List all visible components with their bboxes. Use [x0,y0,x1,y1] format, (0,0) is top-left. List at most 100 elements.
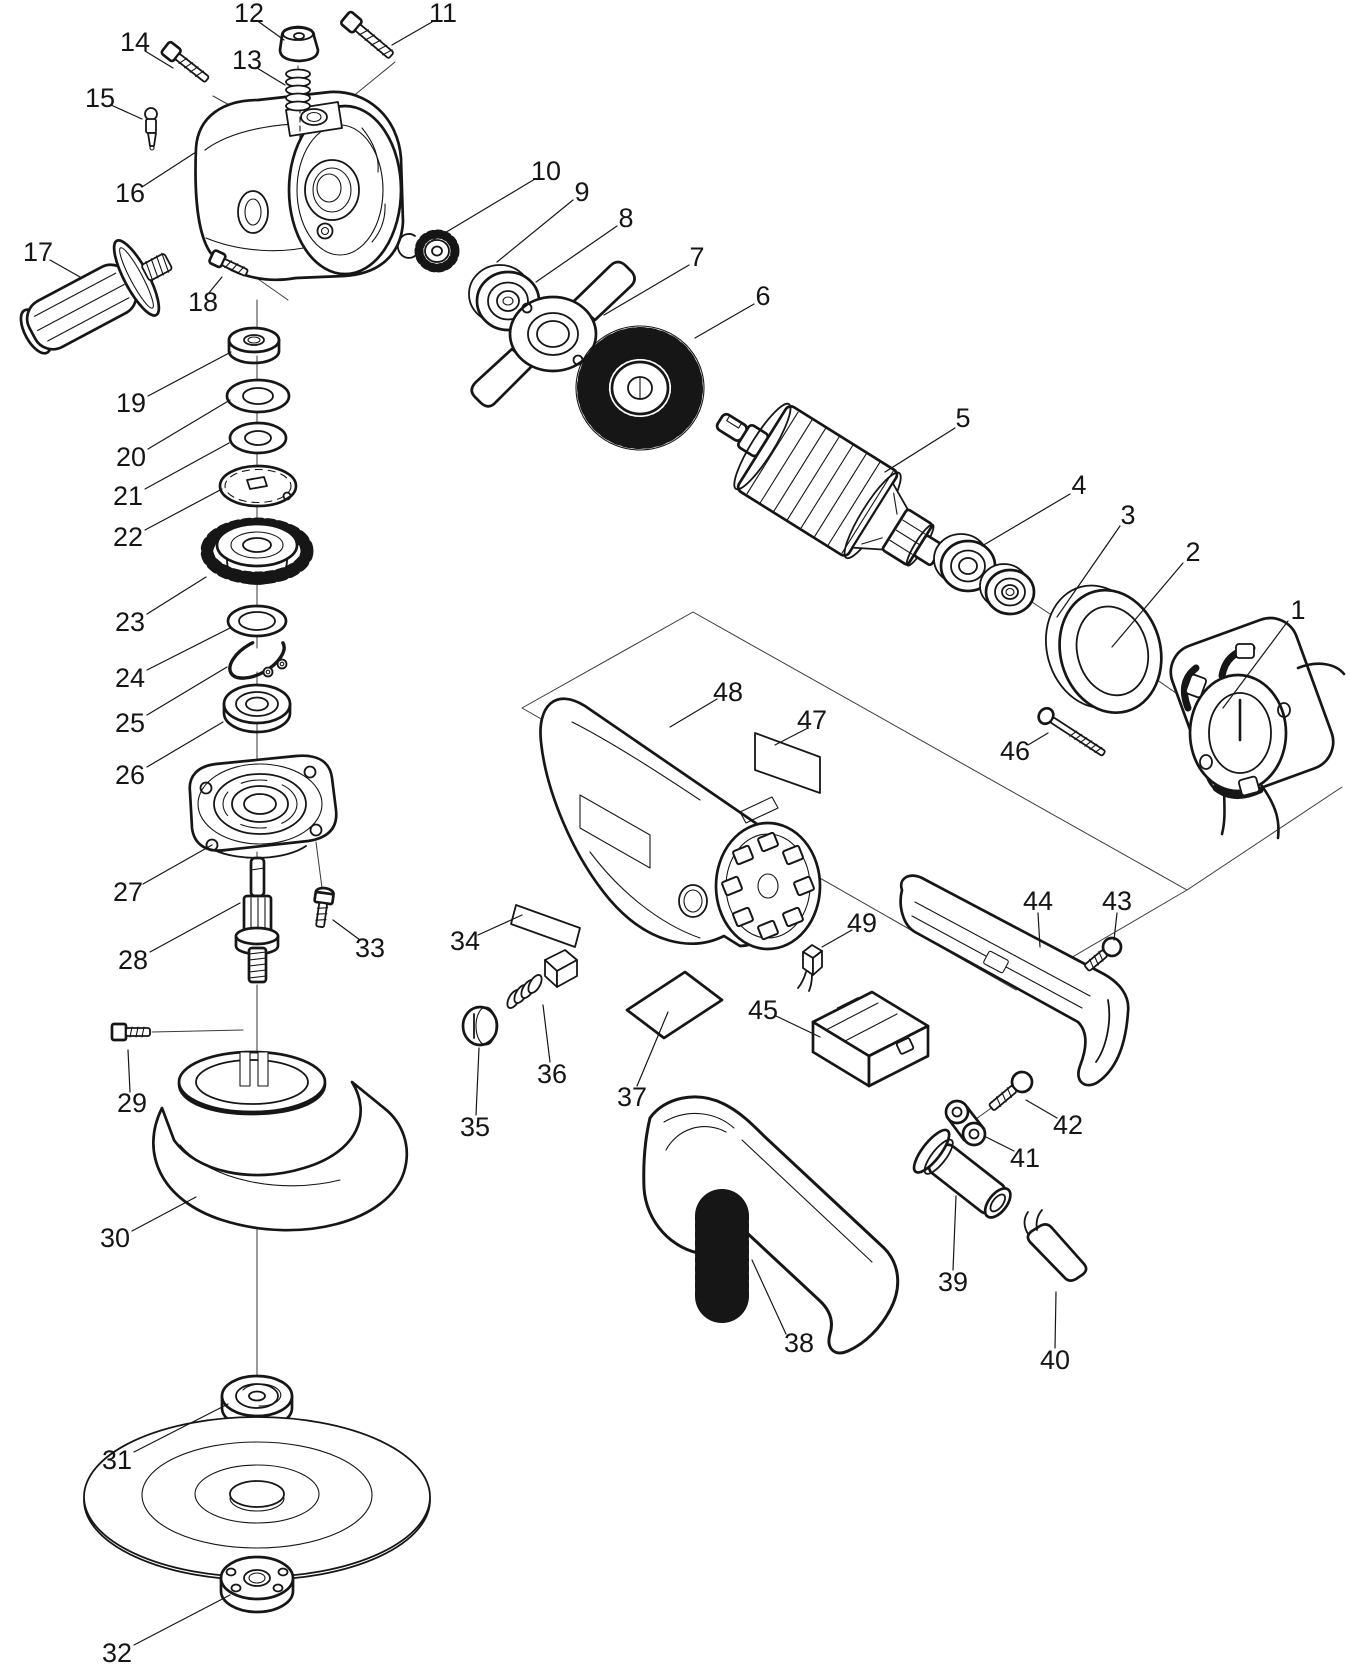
callout-5: 5 [955,403,970,433]
leader-41 [983,1135,1015,1152]
callout-29: 29 [117,1088,147,1118]
leader-3 [1056,525,1121,618]
callout-27: 27 [113,877,143,907]
callout-18: 18 [188,287,218,317]
grinding-wheel [83,1416,431,1581]
leader-17 [49,259,81,278]
callout-22: 22 [113,522,143,552]
callout-23: 23 [115,607,145,637]
part-28-spindle [234,856,280,984]
part-23-bevel-gear [200,517,314,585]
leader-7 [603,264,690,316]
leader-15 [110,104,143,120]
part-19-locknut [227,326,281,365]
part-22-lock-plate [218,464,298,508]
leader-4 [981,493,1071,547]
callout-41: 41 [1010,1143,1040,1173]
leader-30 [131,1196,197,1232]
part-15-pin [144,107,158,151]
leader-34 [477,914,523,936]
leader-16 [141,151,197,188]
part-5-armature [715,402,955,570]
leader-23 [146,576,207,615]
part-18-screw [208,249,249,277]
leader-8 [535,225,618,283]
part-48-motor-housing [539,697,822,951]
callout-47: 47 [797,705,827,735]
callout-25: 25 [115,708,145,738]
leader-5 [884,427,956,473]
callouts: 1234567891011121314151617181920212223242… [23,0,1306,1664]
part-27-bearing-box [188,754,338,859]
part-40-cord-guard [1023,1209,1088,1282]
part-46-screw [1037,706,1106,757]
part-13-spring [285,68,311,112]
part-29-screw [110,1022,151,1042]
part-10-pinion [396,229,460,273]
callout-33: 33 [355,933,385,963]
callout-11: 11 [429,0,457,28]
part-42-screw [988,1070,1034,1111]
part-12-cap [278,25,320,63]
callout-26: 26 [115,760,145,790]
callout-45: 45 [748,995,778,1025]
part-44-handle-cover [899,874,1130,1087]
leader-38 [751,1259,787,1335]
part-24-ring [226,604,288,638]
part-36-carbon-brush [506,949,578,1009]
leader-24 [146,627,231,671]
part-8-bearing-retainer [470,260,636,408]
part-11-screw [340,10,394,59]
callout-6: 6 [755,281,770,311]
leader-26 [146,721,224,768]
part-33-screw [313,886,335,928]
callout-21: 21 [113,481,143,511]
part-39-tube [912,1128,1012,1219]
callout-19: 19 [116,388,146,418]
callout-40: 40 [1040,1345,1070,1375]
callout-14: 14 [120,27,150,57]
callout-7: 7 [689,242,704,272]
leader-21 [144,442,230,490]
callout-17: 17 [23,237,53,267]
part-43-screw [1084,936,1123,972]
inset-frame [521,611,1343,991]
callout-43: 43 [1102,886,1132,916]
part-6-fan [575,325,705,451]
leader-2 [1111,562,1184,648]
part-21-washer [228,421,288,455]
leader-46 [1027,732,1049,746]
leader-19 [147,351,232,397]
callout-9: 9 [574,177,589,207]
part-35-brush-cap [461,1005,499,1047]
callout-36: 36 [537,1059,567,1089]
leader-20 [147,399,231,450]
part-2-baffle-ring [1044,584,1163,715]
callout-16: 16 [115,178,145,208]
leader-22 [144,488,223,531]
part-17-side-handle [19,239,173,355]
part-30-wheel-guard [152,1050,409,1232]
part-20-washer [225,378,291,414]
callout-34: 34 [450,926,480,956]
callout-39: 39 [938,1267,968,1297]
leader-33 [332,919,361,941]
leader-10 [427,178,536,244]
leader-47 [774,728,807,746]
callout-42: 42 [1053,1110,1083,1140]
leader-42 [1025,1099,1058,1119]
callout-13: 13 [232,45,262,75]
leader-35 [475,1047,480,1116]
part-26-ball-bearing [222,683,292,734]
part-34-insulation-strip [510,904,581,948]
leader-9 [496,199,574,263]
callout-8: 8 [618,203,633,233]
callout-48: 48 [713,677,743,707]
leader-12 [258,21,285,41]
leader-28 [149,902,241,953]
part-3-ball-bearing [979,563,1036,616]
leader-39 [952,1195,957,1271]
callout-2: 2 [1185,537,1200,567]
